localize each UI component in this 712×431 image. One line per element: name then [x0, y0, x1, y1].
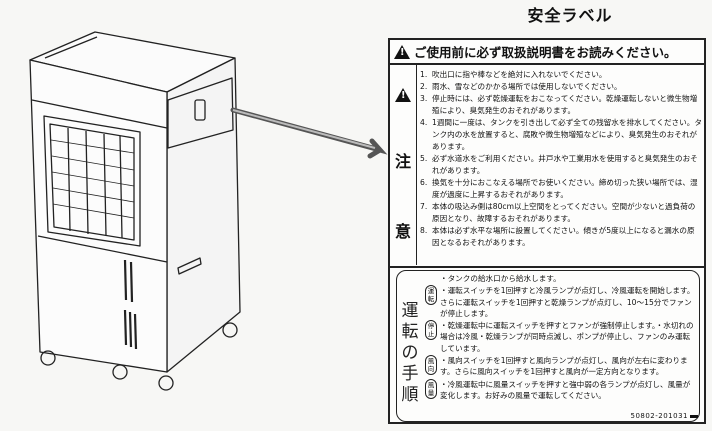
operation-steps: ・タンクの給水口から給水します。 運転 ・運転スイッチを1回押すと冷風ランプが点… — [425, 273, 695, 402]
caution-item: 8.本体は必ず水平な場所に設置してください。傾きが5度以上になると漏水の原因とな… — [420, 226, 695, 247]
caution-item: 6.換気を十分におこなえる場所でお使いください。締め切った狭い場所では、湿度が過… — [420, 178, 698, 199]
operation-step: 停止 ・乾燥運転中に運転スイッチを押すとファンが強制停止します。・水切れの場合は… — [425, 320, 695, 354]
operation-title: 運転の手順 — [401, 301, 419, 405]
safety-label-title: 安全ラベル — [527, 6, 613, 25]
warning-icon — [394, 44, 410, 59]
caution-item: 3.停止時には、必ず乾燥運転をおこなってください。乾燥運転しないと微生物増殖によ… — [420, 94, 698, 115]
caution-item: 7.本体の吸込み側は80cm以上空間をとってください。空間が少ないと過負荷の原因… — [420, 202, 696, 223]
caution-icon — [395, 88, 411, 102]
caution-item: 4.1週間に一度は、タンクを引き出して必ず全ての残留水を排水してください。タンク… — [420, 118, 702, 151]
operation-section: 運転の手順 ・タンクの給水口から給水します。 運転 ・運転スイッチを1回押すと冷… — [396, 270, 700, 422]
operation-step: 風量 ・冷風運転中に風量スイッチを押すと強中弱の各ランプが点灯し、風量が変化しま… — [425, 378, 695, 402]
caution-section: 注 意 1.吹出口に指や棒などを絶対に入れないでください。 2.雨水、雪などのか… — [390, 65, 706, 265]
caution-char-2: 意 — [394, 222, 411, 241]
step-tag: 風量 — [425, 378, 437, 399]
caution-char-1: 注 — [394, 152, 411, 171]
caution-item: 5.必ず水道水をご利用ください。井戸水や工業用水を使用すると臭気発生のおそれがあ… — [420, 154, 698, 175]
step-tag: 運転 — [425, 285, 437, 306]
caution-list: 1.吹出口に指や棒などを絶対に入れないでください。 2.雨水、雪などのかかる場所… — [420, 69, 702, 249]
caution-item: 2.雨水、雪などのかかる場所では使用しないでください。 — [420, 82, 622, 91]
label-code: 50802-201031 — [630, 412, 698, 420]
operation-step: 運転 ・運転スイッチを1回押すと冷風ランプが点灯し、冷風運転を開始します。さらに… — [425, 285, 695, 319]
warning-header: ご使用前に必ず取扱説明書をお読みください。 — [390, 40, 704, 65]
operation-step: 風向 ・風向スイッチを1回押すと風向ランプが点灯し、風向が左右に変わります。さら… — [425, 355, 695, 378]
section-divider — [390, 266, 704, 268]
step-tag: 停止 — [425, 320, 437, 341]
operation-step: ・タンクの給水口から給水します。 — [440, 274, 561, 283]
caution-side: 注 意 — [390, 65, 417, 265]
warning-header-text: ご使用前に必ず取扱説明書をお読みください。 — [414, 45, 677, 60]
safety-label: ご使用前に必ず取扱説明書をお読みください。 注 意 1.吹出口に指や棒などを絶対… — [388, 38, 706, 424]
caution-item: 1.吹出口に指や棒などを絶対に入れないでください。 — [420, 70, 607, 79]
step-tag: 風向 — [425, 355, 437, 376]
